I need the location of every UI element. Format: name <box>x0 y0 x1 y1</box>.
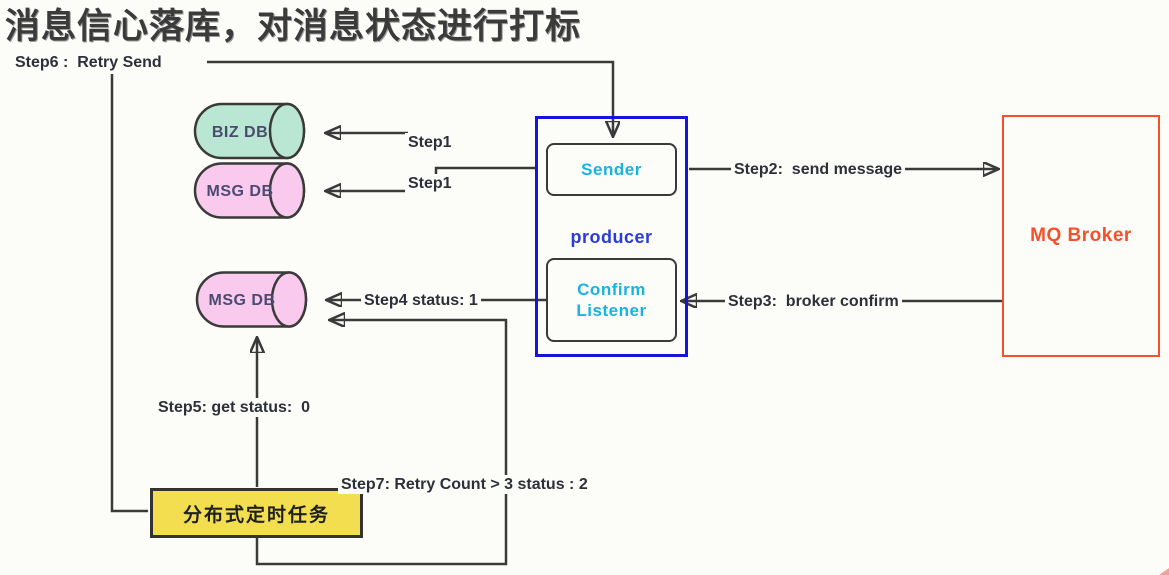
corner-artifact <box>1159 568 1169 575</box>
node-mq-broker: MQ Broker <box>1002 115 1160 357</box>
label-step5: Step5: get status: 0 <box>155 398 314 417</box>
cylinder-icon <box>193 102 306 160</box>
msg-db-bottom-label: MSG DB <box>208 292 276 309</box>
node-confirm-listener: Confirm Listener <box>546 258 677 342</box>
step6-arrow <box>207 60 613 136</box>
label-step3: Step3: broker confirm <box>725 292 902 311</box>
node-msg-db-top: MSG DB <box>192 161 319 227</box>
cylinder-icon <box>195 271 308 328</box>
cylinder-icon <box>193 162 306 219</box>
node-sender: Sender <box>546 143 677 196</box>
label-step6: Step6 : Retry Send <box>12 53 165 72</box>
producer-group-box <box>535 116 688 357</box>
step7-arrow <box>255 320 508 566</box>
label-step4: Step4 status: 1 <box>361 291 481 310</box>
step6-left-line <box>110 74 148 513</box>
node-biz-db: BIZ DB <box>192 102 319 167</box>
page-title: 消息信心落库，对消息状态进行打标 <box>5 7 582 46</box>
label-step7: Step7: Retry Count > 3 status : 2 <box>338 475 591 494</box>
msg-db-top-label: MSG DB <box>206 183 274 200</box>
label-step1-msg: Step1 <box>405 174 455 193</box>
producer-label: producer <box>570 227 653 247</box>
biz-db-label: BIZ DB <box>211 123 269 141</box>
node-scheduled-task: 分布式定时任务 <box>150 488 363 538</box>
label-step1-biz: Step1 <box>405 133 455 152</box>
node-msg-db-bottom: MSG DB <box>194 270 321 336</box>
label-step2: Step2: send message <box>731 160 906 179</box>
